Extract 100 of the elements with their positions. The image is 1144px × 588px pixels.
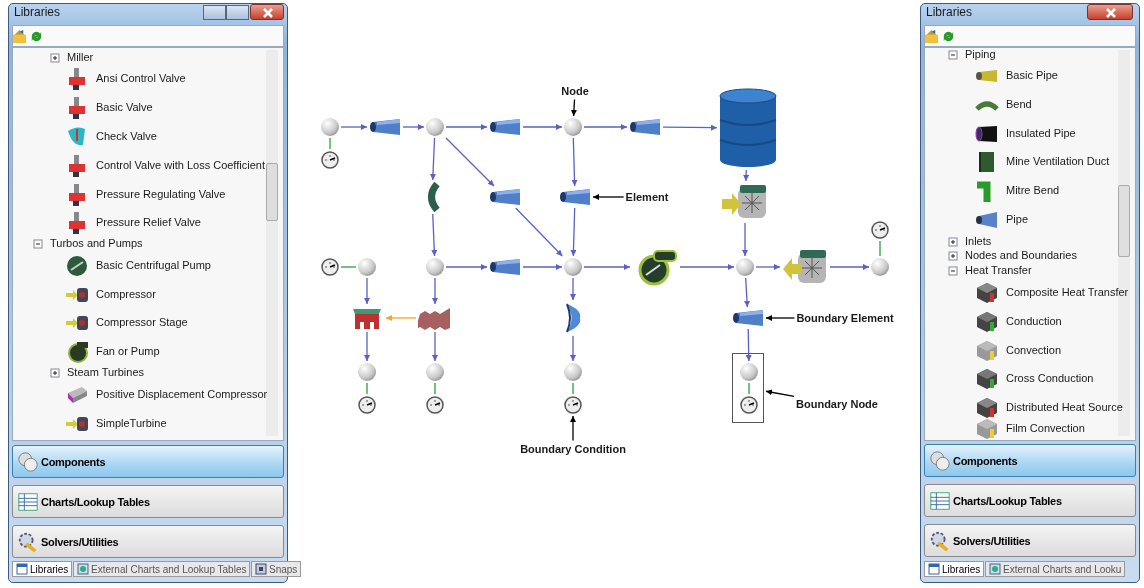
tank-icon [719,88,777,168]
tab: External Charts and Looku [985,561,1126,577]
flow-arrow [445,264,488,270]
gauge-icon [426,396,444,414]
connector-line [329,137,331,150]
junction-ball [426,363,444,381]
leader-line [592,194,625,200]
gauge-icon [321,151,339,169]
connector-line [340,266,357,268]
tree-item: Control Valve with Loss Coefficient [96,159,265,172]
connector-line [366,382,368,395]
tab: Libraries [924,561,985,577]
tree-item: Cross Conduction [1006,372,1094,385]
tree-item: Composite Heat Transfer [1006,286,1129,299]
junction-ball [564,258,582,276]
connector-line [572,382,574,395]
window-title: Libraries [14,6,61,19]
junction-ball [736,258,754,276]
charts-button: Charts/Lookup Tables [924,484,1136,517]
flow-arrow [364,277,370,305]
flow-arrow [662,124,718,131]
junction-ball [321,118,339,136]
window-title: Libraries [926,6,973,19]
tree-item: Basic Pipe [1006,69,1058,82]
leader-line [570,98,577,117]
flow-arrow [432,277,438,305]
tree-category: Heat Transfer [965,264,1032,277]
tree-item: Bend [1006,98,1032,111]
tree-item: Conduction [1006,315,1062,328]
flow-arrow [445,137,495,187]
tree-item: Basic Centrifugal Pump [96,259,211,272]
solvers-button: Solvers/Utilities [924,524,1136,557]
pipe-icon [489,188,521,206]
tree-item: Positive Displacement Compressor [96,388,268,401]
gauge-icon [564,396,582,414]
turbine-icon [782,248,828,286]
flow-arrow [522,124,563,130]
flow-arrow [430,137,436,181]
junction-ball [426,258,444,276]
gauge-icon [871,221,889,239]
solvers-button: Solvers/Utilities [12,525,284,558]
flow-arrow [570,335,576,362]
tree-item: Pressure Relief Valve [96,216,201,229]
turbine-icon [722,183,768,221]
flow-arrow [743,169,750,182]
tree-item: Mitre Bend [1006,184,1060,197]
tree-item: Pressure Regulating Valve [96,188,226,201]
tab: External Charts and Lookup Tables [73,561,251,577]
heat-exchanger-icon [418,306,452,330]
tab: Snaps [251,561,302,577]
tree-item: Insulated Pipe [1006,127,1076,140]
callout-label: Boundary Element [796,311,894,325]
flow-arrow [431,213,438,257]
pipe-icon [489,258,521,276]
pipe-icon [732,309,764,327]
flow-arrow [432,331,438,362]
boundary-frame [732,353,764,423]
charts-button: Charts/Lookup Tables [12,485,284,518]
tree-item: Film Convection [1006,422,1085,435]
connector-line [748,382,750,395]
flow-arrow [385,315,417,321]
flow-arrow [745,328,752,362]
tree-item: Basic Valve [96,101,153,114]
gauge-icon [358,396,376,414]
tree-item: Compressor Stage [96,316,188,329]
flow-arrow [583,124,628,130]
components-button: Components [924,444,1136,477]
leader-line [765,389,795,397]
callout-label: Node [561,84,589,98]
tree-category: Piping [965,48,996,61]
leader-line [765,315,796,321]
tree-category: Turbos and Pumps [50,237,143,250]
tree-category: Steam Turbines [67,366,145,379]
flow-arrow [445,124,488,130]
pipe-icon [559,188,591,206]
junction-ball [358,258,376,276]
tree-item: Mine Ventilation Duct [1006,155,1110,168]
components-button: Components [12,445,284,478]
pipe-icon [369,118,401,136]
flow-arrow [364,331,370,362]
connector-line [879,240,881,257]
tree-item: SimpleTurbine [96,417,167,430]
tree-category: Nodes and Boundaries [965,249,1077,262]
flow-arrow [522,264,563,270]
gauge-icon [740,396,758,414]
junction-ball [564,118,582,136]
tab: Libraries [12,561,73,577]
flow-arrow [755,264,781,270]
flow-arrow [570,207,577,257]
flow-arrow [571,137,578,187]
pipe-icon [629,118,661,136]
gauge-icon [321,258,339,276]
tree-category: Miller [67,51,94,64]
flow-arrow [340,124,368,130]
flow-arrow [402,124,425,130]
junction-ball [564,363,582,381]
flow-arrow [679,264,735,270]
junction-ball [426,118,444,136]
tree-item: Distributed Heat Source [1006,401,1123,414]
tree-item: Compressor [96,288,156,301]
